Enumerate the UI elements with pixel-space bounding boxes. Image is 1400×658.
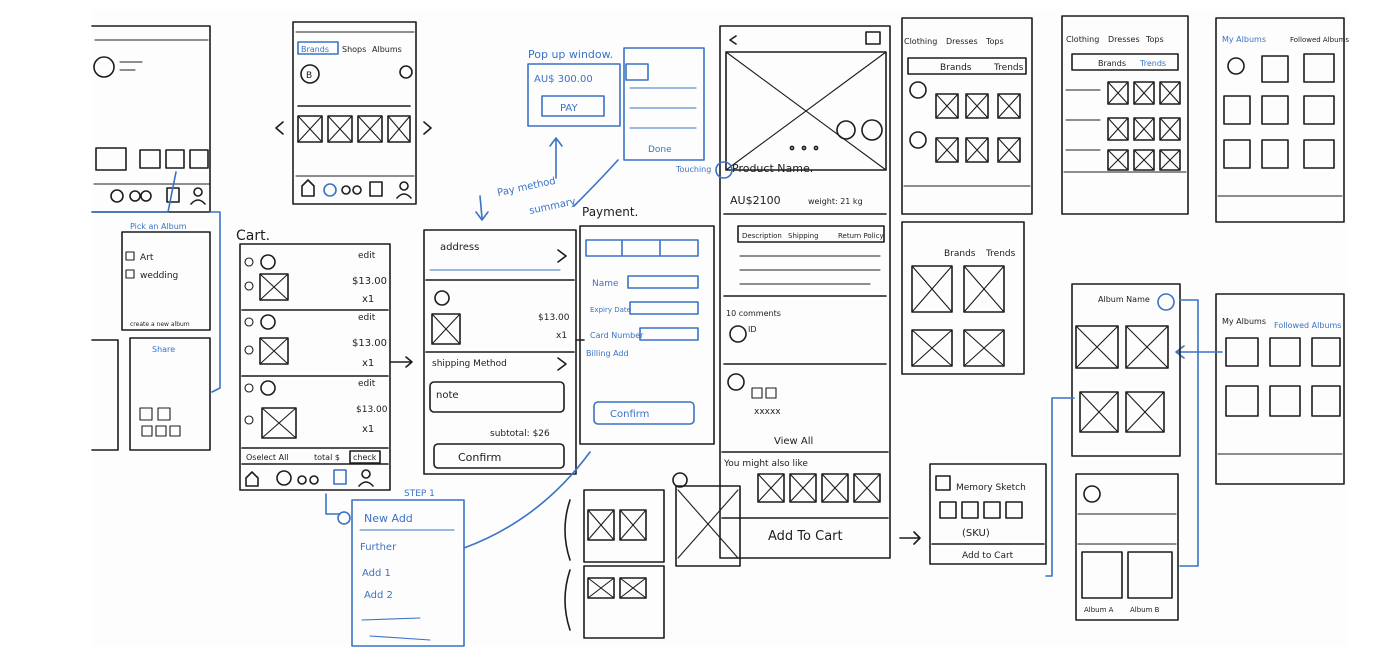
svg-text:edit: edit — [358, 379, 376, 389]
sketch-frame-album-detail: Album Name Album A Album B — [1045, 283, 1199, 621]
svg-text:ID: ID — [748, 325, 757, 334]
svg-text:Tops: Tops — [985, 37, 1004, 46]
svg-text:Brands: Brands — [1098, 59, 1126, 68]
svg-text:Product Name.: Product Name. — [732, 162, 813, 175]
svg-text:$13.00: $13.00 — [538, 313, 570, 323]
sketch-frame-product: Product Name. AU$2100 weight: 21 kg Desc… — [675, 25, 921, 559]
svg-text:note: note — [436, 390, 459, 401]
svg-text:PAY: PAY — [560, 103, 578, 114]
svg-text:edit: edit — [358, 313, 376, 323]
svg-text:Album Name: Album Name — [1098, 295, 1150, 304]
svg-text:New Add: New Add — [364, 512, 413, 525]
svg-text:Clothing: Clothing — [1066, 35, 1099, 44]
svg-text:Brands: Brands — [301, 45, 329, 54]
svg-text:weight: 21 kg: weight: 21 kg — [808, 197, 863, 206]
svg-text:$13.00: $13.00 — [352, 276, 387, 287]
svg-text:shipping Method: shipping Method — [432, 359, 507, 369]
svg-text:Shipping: Shipping — [788, 232, 819, 240]
svg-text:Albums: Albums — [372, 45, 402, 54]
svg-text:Trends: Trends — [1139, 59, 1166, 68]
svg-text:Touching: Touching — [675, 165, 711, 174]
svg-text:Card Number: Card Number — [590, 331, 644, 340]
sketch-frame-brands: Brands Shops Albums B — [275, 21, 432, 205]
svg-text:edit: edit — [358, 251, 376, 261]
svg-text:Confirm: Confirm — [458, 451, 501, 464]
svg-text:Description: Description — [742, 232, 782, 240]
sketch-frame-checkout: address $13.00 x1 shipping Method note s… — [423, 229, 577, 475]
svg-text:View All: View All — [774, 436, 813, 447]
svg-text:My Albums: My Albums — [1222, 35, 1266, 44]
svg-text:Album A: Album A — [1084, 606, 1114, 614]
svg-text:$13.00: $13.00 — [352, 338, 387, 349]
svg-text:x1: x1 — [362, 358, 374, 369]
svg-text:Add 1: Add 1 — [362, 568, 391, 579]
svg-text:Share: Share — [152, 345, 175, 354]
svg-text:Album B: Album B — [1130, 606, 1160, 614]
svg-text:Add to Cart: Add to Cart — [962, 551, 1014, 561]
svg-text:Clothing: Clothing — [904, 37, 937, 46]
svg-text:STEP 1: STEP 1 — [404, 489, 435, 499]
sketch-frame-profile — [91, 25, 211, 213]
svg-text:Trends: Trends — [993, 63, 1024, 73]
svg-text:Followed Albums: Followed Albums — [1290, 36, 1349, 44]
sketch-sku-popup: Memory Sketch (SKU) Add to Cart — [929, 463, 1047, 565]
svg-text:My Albums: My Albums — [1222, 317, 1266, 326]
svg-text:x1: x1 — [556, 331, 567, 341]
svg-text:Trends: Trends — [985, 249, 1016, 259]
svg-text:x1: x1 — [362, 294, 374, 305]
svg-text:Pop up window.: Pop up window. — [528, 48, 613, 61]
svg-text:10 comments: 10 comments — [726, 309, 781, 318]
svg-text:Memory Sketch: Memory Sketch — [956, 483, 1026, 493]
sketch-frame-clothing-brands: Clothing Dresses Tops Brands Trends Bran… — [901, 17, 1033, 375]
sketch-share-popup: Share — [91, 337, 211, 451]
svg-text:Payment.: Payment. — [582, 205, 638, 219]
svg-text:Shops: Shops — [342, 45, 366, 54]
svg-text:Tops: Tops — [1145, 35, 1164, 44]
svg-text:total $: total $ — [314, 453, 340, 462]
svg-text:Art: Art — [140, 253, 154, 263]
svg-text:Expiry Date: Expiry Date — [590, 306, 631, 314]
svg-text:AU$2100: AU$2100 — [730, 194, 781, 207]
sketch-frame-small-products — [564, 472, 741, 639]
svg-text:x1: x1 — [362, 424, 374, 435]
svg-text:check: check — [353, 453, 377, 462]
svg-text:You might also like: You might also like — [723, 459, 808, 469]
svg-text:Followed Albums: Followed Albums — [1274, 321, 1341, 330]
svg-text:Billing Add: Billing Add — [586, 349, 629, 358]
cart-title: Cart. — [236, 228, 270, 244]
svg-text:(SKU): (SKU) — [962, 528, 990, 539]
label-pick-album: Pick an Album — [130, 222, 187, 231]
svg-text:Confirm: Confirm — [610, 409, 649, 420]
svg-text:Name: Name — [592, 279, 619, 289]
svg-text:address: address — [440, 242, 479, 253]
svg-text:Dresses: Dresses — [946, 37, 978, 46]
sketch-frame-payment: Payment. Name Expiry Date Card Number Bi… — [575, 205, 715, 445]
sketch-frame-my-albums: My Albums Followed Albums — [1215, 17, 1349, 223]
svg-text:$13.00: $13.00 — [356, 405, 388, 415]
svg-text:AU$ 300.00: AU$ 300.00 — [534, 74, 593, 85]
svg-text:B: B — [306, 71, 312, 81]
sketch-step1-list: STEP 1 New Add Further Add 1 Add 2 — [325, 451, 591, 647]
svg-text:Further: Further — [360, 542, 397, 553]
svg-text:Return Policy: Return Policy — [838, 232, 884, 240]
sketch-album-picker: Pick an Album Art wedding create a new a… — [121, 211, 221, 393]
add-to-cart-sketch: Add To Cart — [768, 529, 843, 544]
svg-text:Brands: Brands — [944, 249, 976, 259]
svg-text:xxxxx: xxxxx — [754, 407, 781, 417]
svg-text:Done: Done — [648, 145, 672, 155]
svg-text:Brands: Brands — [940, 63, 972, 73]
svg-text:subtotal: $26: subtotal: $26 — [490, 429, 550, 439]
sketch-frame-cart: Cart. edit $13.00 x1 edit $13.00 x1 edit… — [236, 228, 413, 491]
svg-text:create a new album: create a new album — [130, 321, 190, 328]
svg-text:Oselect All: Oselect All — [246, 453, 289, 462]
svg-text:wedding: wedding — [140, 271, 178, 281]
svg-text:Add 2: Add 2 — [364, 590, 393, 601]
svg-text:Dresses: Dresses — [1108, 35, 1140, 44]
sketch-frame-followed-albums: My Albums Followed Albums — [1175, 293, 1345, 485]
sketch-frame-clothing-trends: Clothing Dresses Tops Brands Trends — [1061, 15, 1189, 215]
